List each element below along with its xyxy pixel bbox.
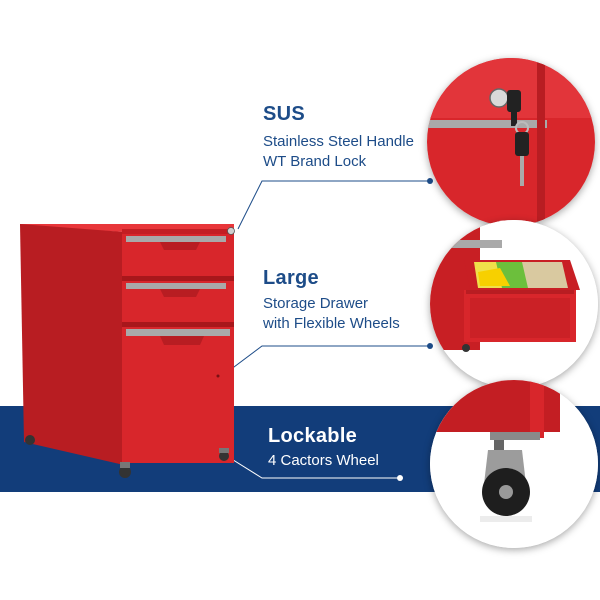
caster-wheel-icon — [430, 380, 598, 548]
callout-sus: SUS Stainless Steel Handle WT Brand Lock — [263, 103, 414, 172]
detail-circle-drawer — [430, 220, 598, 388]
detail-circle-wheel — [430, 380, 598, 548]
callout-lockable: Lockable 4 Cactors Wheel — [268, 425, 379, 471]
callout-line: 4 Cactors Wheel — [268, 452, 379, 469]
detail-circle-lock — [427, 58, 595, 226]
callout-line: Stainless Steel Handle — [263, 133, 414, 150]
leader-line-lockable — [229, 457, 400, 479]
cabinet-body — [20, 224, 235, 478]
callout-heading: Lockable — [268, 425, 358, 447]
leader-line-sus — [237, 180, 430, 230]
callout-large: Large Storage Drawer with Flexible Wheel… — [263, 267, 400, 334]
callout-line: WT Brand Lock — [263, 153, 367, 170]
lock-key-icon — [427, 58, 595, 226]
file-folder-icon — [430, 220, 598, 388]
callout-line: with Flexible Wheels — [263, 315, 400, 332]
callout-heading: SUS — [263, 103, 306, 125]
callout-line: Storage Drawer — [263, 295, 369, 312]
leader-line-large — [221, 345, 430, 377]
callout-heading: Large — [263, 267, 319, 289]
